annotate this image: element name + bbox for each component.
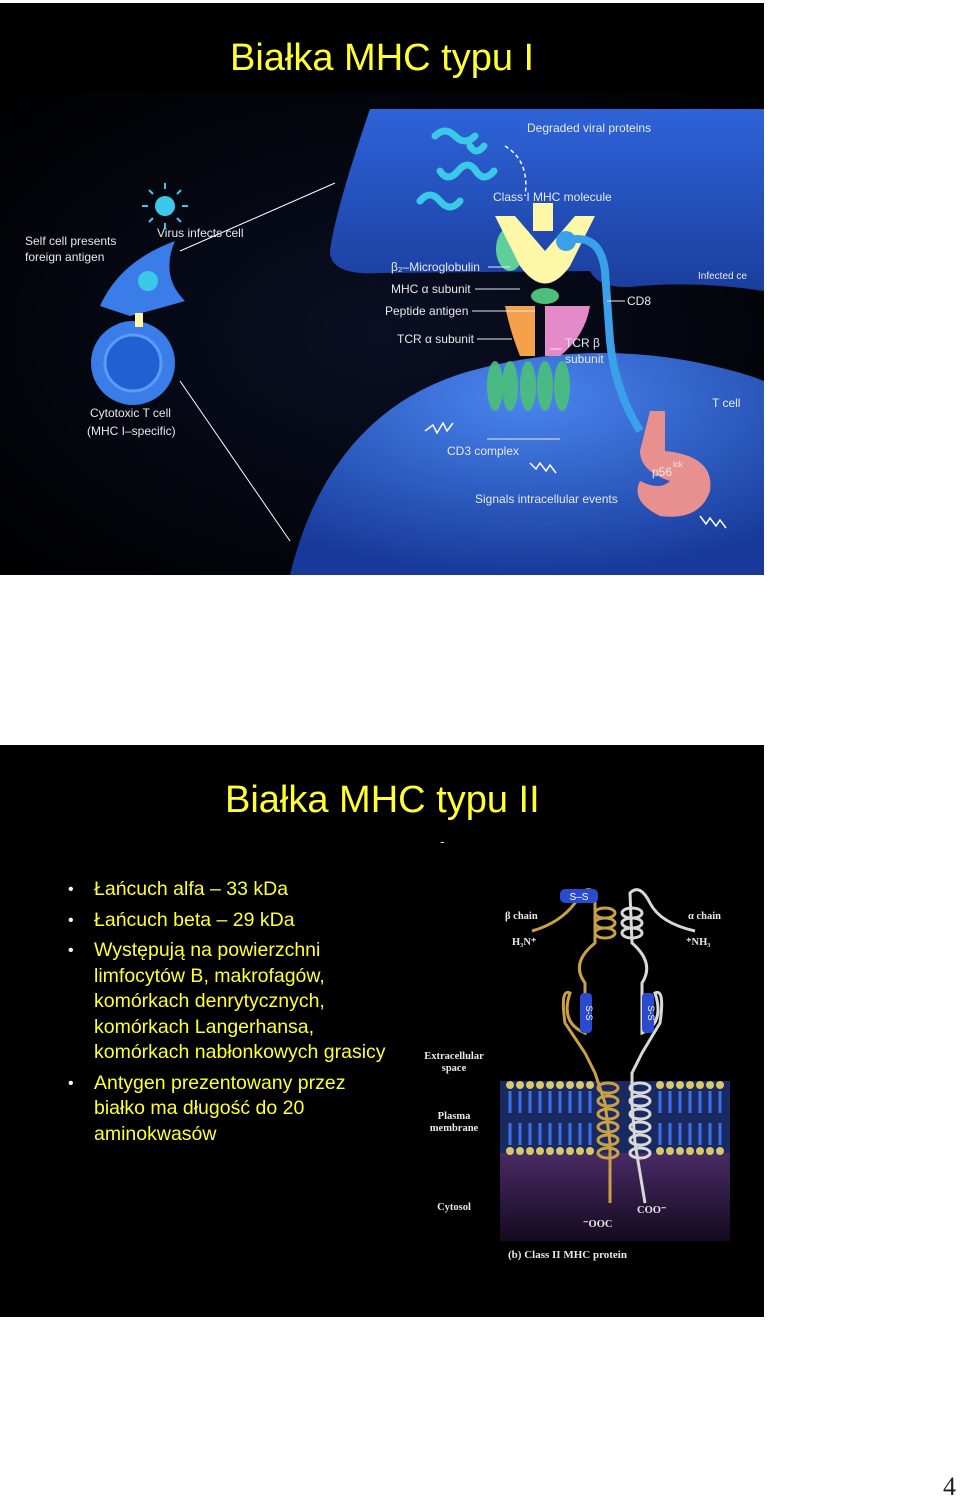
degraded-protein-fragments [416,127,498,211]
label-virus-infects: Virus infects cell [157,226,243,240]
virus-particle [142,183,188,229]
bullet-alpha-chain: Łańcuch alfa – 33 kDa [68,877,388,903]
cd3-complex [487,361,570,411]
mhc-class-1-figure: Self cell presents foreign antigen Virus… [0,91,764,575]
label-extracellular-2: space [442,1063,467,1074]
p56-lck-kinase [637,411,711,517]
disulfide-left-box [580,993,592,1033]
label-mhc-alpha: MHC α subunit [391,282,471,296]
label-plasma-1: Plasma [438,1111,471,1122]
beta-helix-top [593,906,617,940]
zoom-line-bottom [179,380,291,542]
zoom-line-top [179,182,336,252]
peptide-antigen [531,288,559,304]
title-dash: - [440,833,445,849]
signal-squiggle-center [529,461,557,474]
slide-title: Białka MHC typu II [225,779,540,821]
disulfide-right-box [642,993,654,1033]
beta-helix-membrane [596,1081,620,1160]
label-extracellular-1: Extracellular [424,1051,484,1062]
label-h3n: H₃N⁺ [512,937,537,948]
slide-title: Białka MHC typu I [230,37,535,79]
slide-mhc-class-2: Białka MHC typu II - Łańcuch alfa – 33 k… [0,745,764,1317]
label-coo: COO⁻ [637,1205,667,1216]
label-cd8: CD8 [627,294,651,308]
cd8-head [556,231,576,251]
label-nh3: ⁺NH₃ [686,937,710,948]
tcr-alpha [505,306,535,356]
label-tcr-beta-2: subunit [565,352,604,366]
infected-cell-shape [330,109,764,291]
page-number: 4 [943,1472,956,1501]
bullet-list: Łańcuch alfa – 33 kDa Łańcuch beta – 29 … [68,877,388,1152]
signal-squiggle-left [424,421,454,435]
arrow-to-mhc [504,145,527,197]
label-b2: β₂–Microglobulin [391,260,480,274]
label-p56: p56 [652,465,672,479]
tcr-beta [545,306,590,356]
disulfide-right-label: S-S [646,1005,656,1020]
label-beta-chain: β chain [505,911,538,922]
bullet-beta-chain: Łańcuch beta – 29 kDa [68,908,388,934]
alpha-helix-membrane [628,1081,652,1160]
label-mhc-specific: (MHC I–specific) [87,424,176,438]
signal-squiggle-right [699,515,727,529]
cytosol-region [500,1151,730,1241]
label-signals: Signals intracellular events [475,492,618,506]
bullet-antigen-length: Antygen prezentowany przez białko ma dłu… [68,1071,388,1148]
mhc-stem [533,203,553,231]
disulfide-top-box [560,889,598,903]
label-alpha-chain: α chain [688,911,721,922]
label-lck: lck [673,460,684,469]
figure-caption: (b) Class II MHC protein [508,1249,627,1261]
contact-marker [135,313,143,327]
label-cytotoxic: Cytotoxic T cell [90,406,171,420]
disulfide-left-label: S-S [584,1005,594,1020]
t-cell-shape [290,353,764,575]
self-cell-nucleus [138,271,158,291]
label-degraded: Degraded viral proteins [527,121,651,135]
label-ooc: ⁻OOC [583,1219,612,1230]
cd8-coreceptor [563,235,644,434]
alpha-chain [628,888,696,1204]
label-tcell: T cell [712,396,740,410]
label-cytosol: Cytosol [437,1202,471,1213]
disulfide-top-label: S–S [570,892,589,903]
label-tcr-beta-1: TCR β [565,336,600,350]
label-peptide: Peptide antigen [385,304,468,318]
label-self-cell: Self cell presents [25,234,116,248]
bullet-occurrence: Występują na powierzchni limfocytów B, m… [68,938,388,1066]
slide-mhc-class-1: Białka MHC typu I [0,3,764,575]
label-plasma-2: membrane [430,1123,479,1134]
mhc-class-2-figure: S–S S-S S-S β chain α chain H₃N⁺ ⁺NH₃ Ex… [424,888,730,1261]
cytotoxic-t-cell-nucleus [103,333,163,393]
alpha-helix-top [620,906,644,940]
label-infected: Infected ce [698,271,747,282]
label-tcr-alpha: TCR α subunit [397,332,475,346]
label-class1: Class I MHC molecule [493,190,612,204]
label-foreign-antigen: foreign antigen [25,250,104,264]
label-cd3: CD3 complex [447,444,519,458]
beta-chain [531,888,612,1203]
